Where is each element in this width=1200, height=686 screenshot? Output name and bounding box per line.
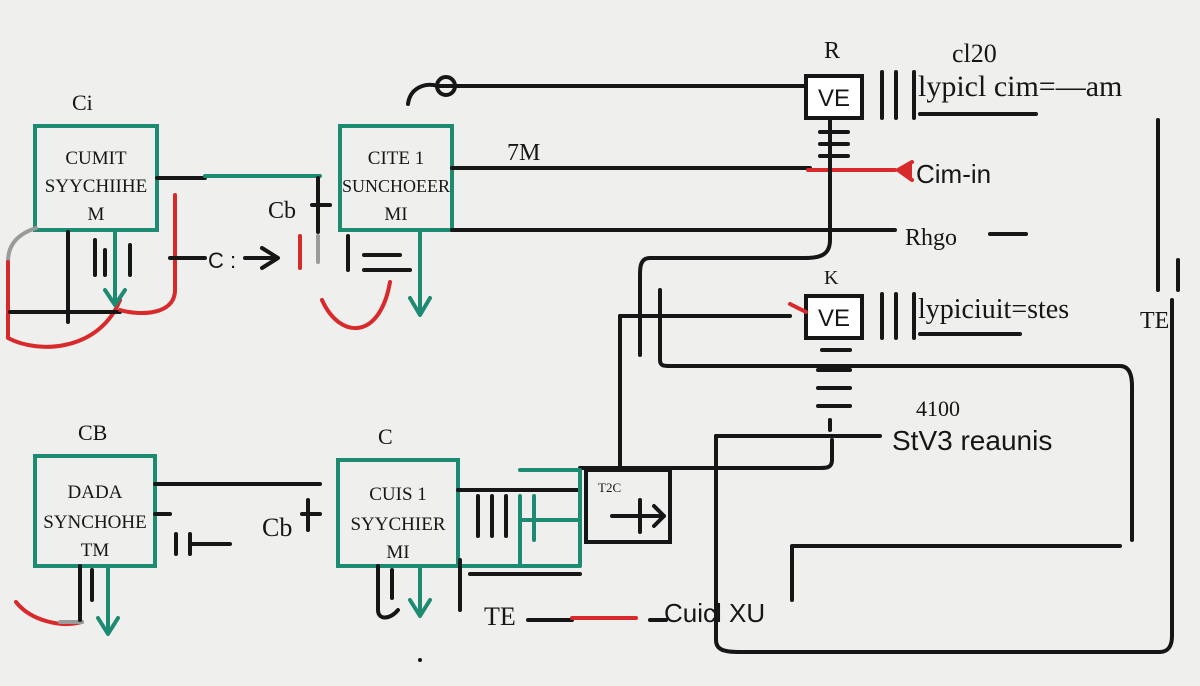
wire-return (714, 298, 1174, 654)
block-frame (33, 454, 157, 568)
block-title: CITE 1 (368, 148, 424, 169)
component-legs (346, 234, 412, 272)
block-tag: Ci (72, 90, 93, 115)
arrow-right-icon (243, 246, 280, 270)
block-bottom-middle: C CUIS 1 SYYCHIER MI Cb TE Cuicl XU (262, 424, 765, 662)
block-pins: M (88, 204, 105, 225)
teal-arrow-down (103, 230, 127, 307)
ve-box-top (804, 74, 864, 120)
cim-in-label: Cim-in (916, 159, 991, 189)
block-subtitle: SYNCHOHE (43, 512, 146, 533)
terminal-node (435, 75, 457, 97)
ce-label: C : (208, 248, 236, 273)
bar-lines (880, 70, 916, 120)
ve-box-mid (804, 294, 864, 340)
component-legs (376, 564, 400, 620)
right-rails (1156, 118, 1180, 292)
lypiciuit-label: lypiciuit=stes (918, 294, 1069, 325)
coil-top (818, 130, 850, 158)
lead-red-loop (320, 280, 392, 330)
wire-top (406, 82, 810, 106)
ve-label-mid: VE (818, 305, 850, 332)
typical-label: lypicl cim=—am (918, 70, 1122, 103)
bus-pins (456, 488, 582, 538)
r-label: R (824, 38, 840, 64)
teal-arrow-down (408, 564, 432, 618)
stack-top-right: R VE cl20 lypicl cim=—am Cim-in Rhgo (406, 38, 1180, 357)
lead-red-loop (6, 260, 122, 349)
arrow-left-icon (896, 160, 914, 182)
block-tag: CB (78, 420, 107, 445)
block-title: CUMIT (65, 148, 127, 169)
small-box-symbol (610, 498, 666, 534)
component-legs (93, 238, 132, 277)
teal-bus (456, 468, 582, 568)
lead-red-right (118, 193, 177, 316)
cap-symbol (153, 512, 232, 556)
te-bottom-label: TE (484, 602, 516, 631)
wire-loop-outer (658, 288, 1134, 542)
dot (418, 658, 422, 662)
te-right-label: TE (1140, 308, 1169, 334)
block-tag: C (378, 424, 393, 449)
teal-arrow-down (408, 230, 432, 317)
wire-descend (638, 118, 832, 357)
k-label: K (824, 267, 839, 289)
block-subtitle: SYYCHIER (350, 514, 445, 535)
cb-label: Cb (262, 513, 292, 542)
small-box-frame (584, 468, 672, 544)
small-box-label: T2C (598, 480, 621, 495)
block-pins: MI (386, 542, 409, 563)
m7-label: 7M (507, 140, 540, 166)
wire-bottom-loop (790, 544, 1122, 602)
wire-to-small-box (578, 438, 834, 470)
block-frame (336, 458, 460, 568)
bar-lines (880, 292, 916, 340)
block-subtitle: SUNCHOEER (342, 176, 450, 196)
block-bottom-left: CB DADA SYNCHOHE TM (14, 420, 322, 636)
coil-mid (816, 348, 852, 408)
cuicl-label: Cuicl XU (664, 598, 765, 628)
block-subtitle: SYYCHIIHE (45, 176, 147, 197)
block-title: CUIS 1 (369, 484, 427, 505)
wire-bottom (458, 558, 582, 612)
ve-label-top: VE (818, 85, 850, 112)
rhgo-label: Rhgo (905, 225, 957, 251)
small-component: T2C (584, 468, 672, 544)
lead-gray (6, 226, 38, 264)
block-top-middle: Cb CITE 1 SUNCHOEER MI 7M (268, 124, 897, 330)
teal-arrow-down (96, 564, 120, 636)
block-title: DADA (68, 482, 123, 503)
block-frame (338, 124, 454, 232)
c20-label: cl20 (952, 39, 997, 68)
block-pins: TM (81, 540, 110, 561)
block-top-left: Ci CUMIT SYYCHIIHE M C : (6, 90, 322, 349)
stv-label: StV3 reaunis (892, 425, 1052, 456)
red-tick (788, 302, 808, 314)
stack-middle-right: K VE lypiciuit=stes TE 4100 StV3 reaunis (578, 267, 1174, 654)
cap-symbol (300, 498, 322, 532)
n4100-label: 4100 (916, 396, 960, 421)
block-pins: MI (384, 204, 407, 225)
cap-symbol (310, 176, 332, 234)
block-tag: Cb (268, 198, 296, 224)
pin-legs (78, 564, 94, 622)
